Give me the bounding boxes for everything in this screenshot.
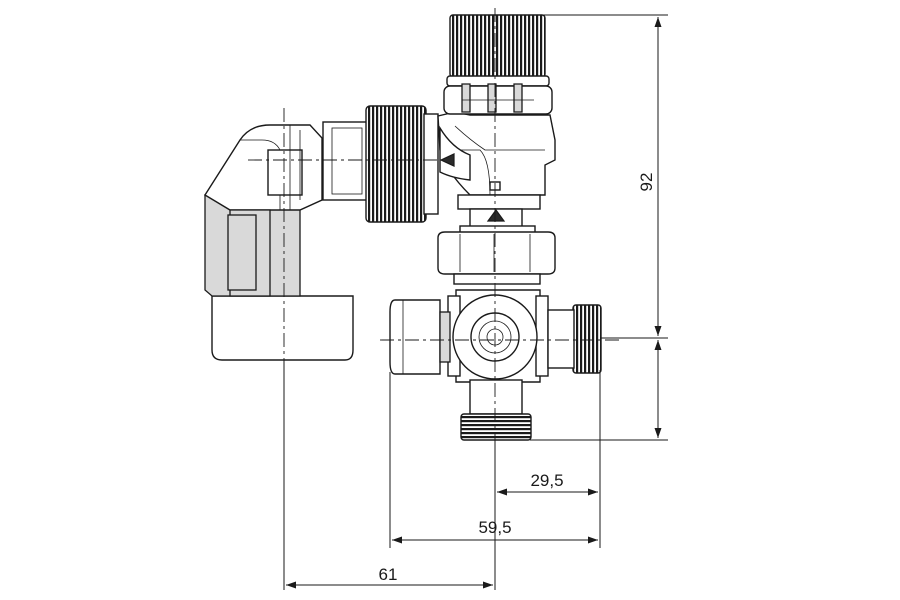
dim-label-59-5: 59,5	[478, 518, 511, 537]
right-knob	[547, 304, 602, 374]
elbow-fitting	[204, 124, 354, 361]
union-nut	[437, 225, 556, 285]
left-knob	[389, 299, 451, 375]
valve-body	[437, 111, 556, 228]
dim-label-61: 61	[379, 565, 398, 584]
side-connection	[322, 105, 439, 223]
lower-body	[447, 289, 549, 441]
dim-label-29-5: 29,5	[530, 471, 563, 490]
dim-label-92: 92	[637, 173, 656, 192]
top-cap	[443, 14, 553, 115]
dimensions: 92 29,5 59,5 61	[283, 14, 668, 590]
center-lines	[248, 8, 620, 570]
